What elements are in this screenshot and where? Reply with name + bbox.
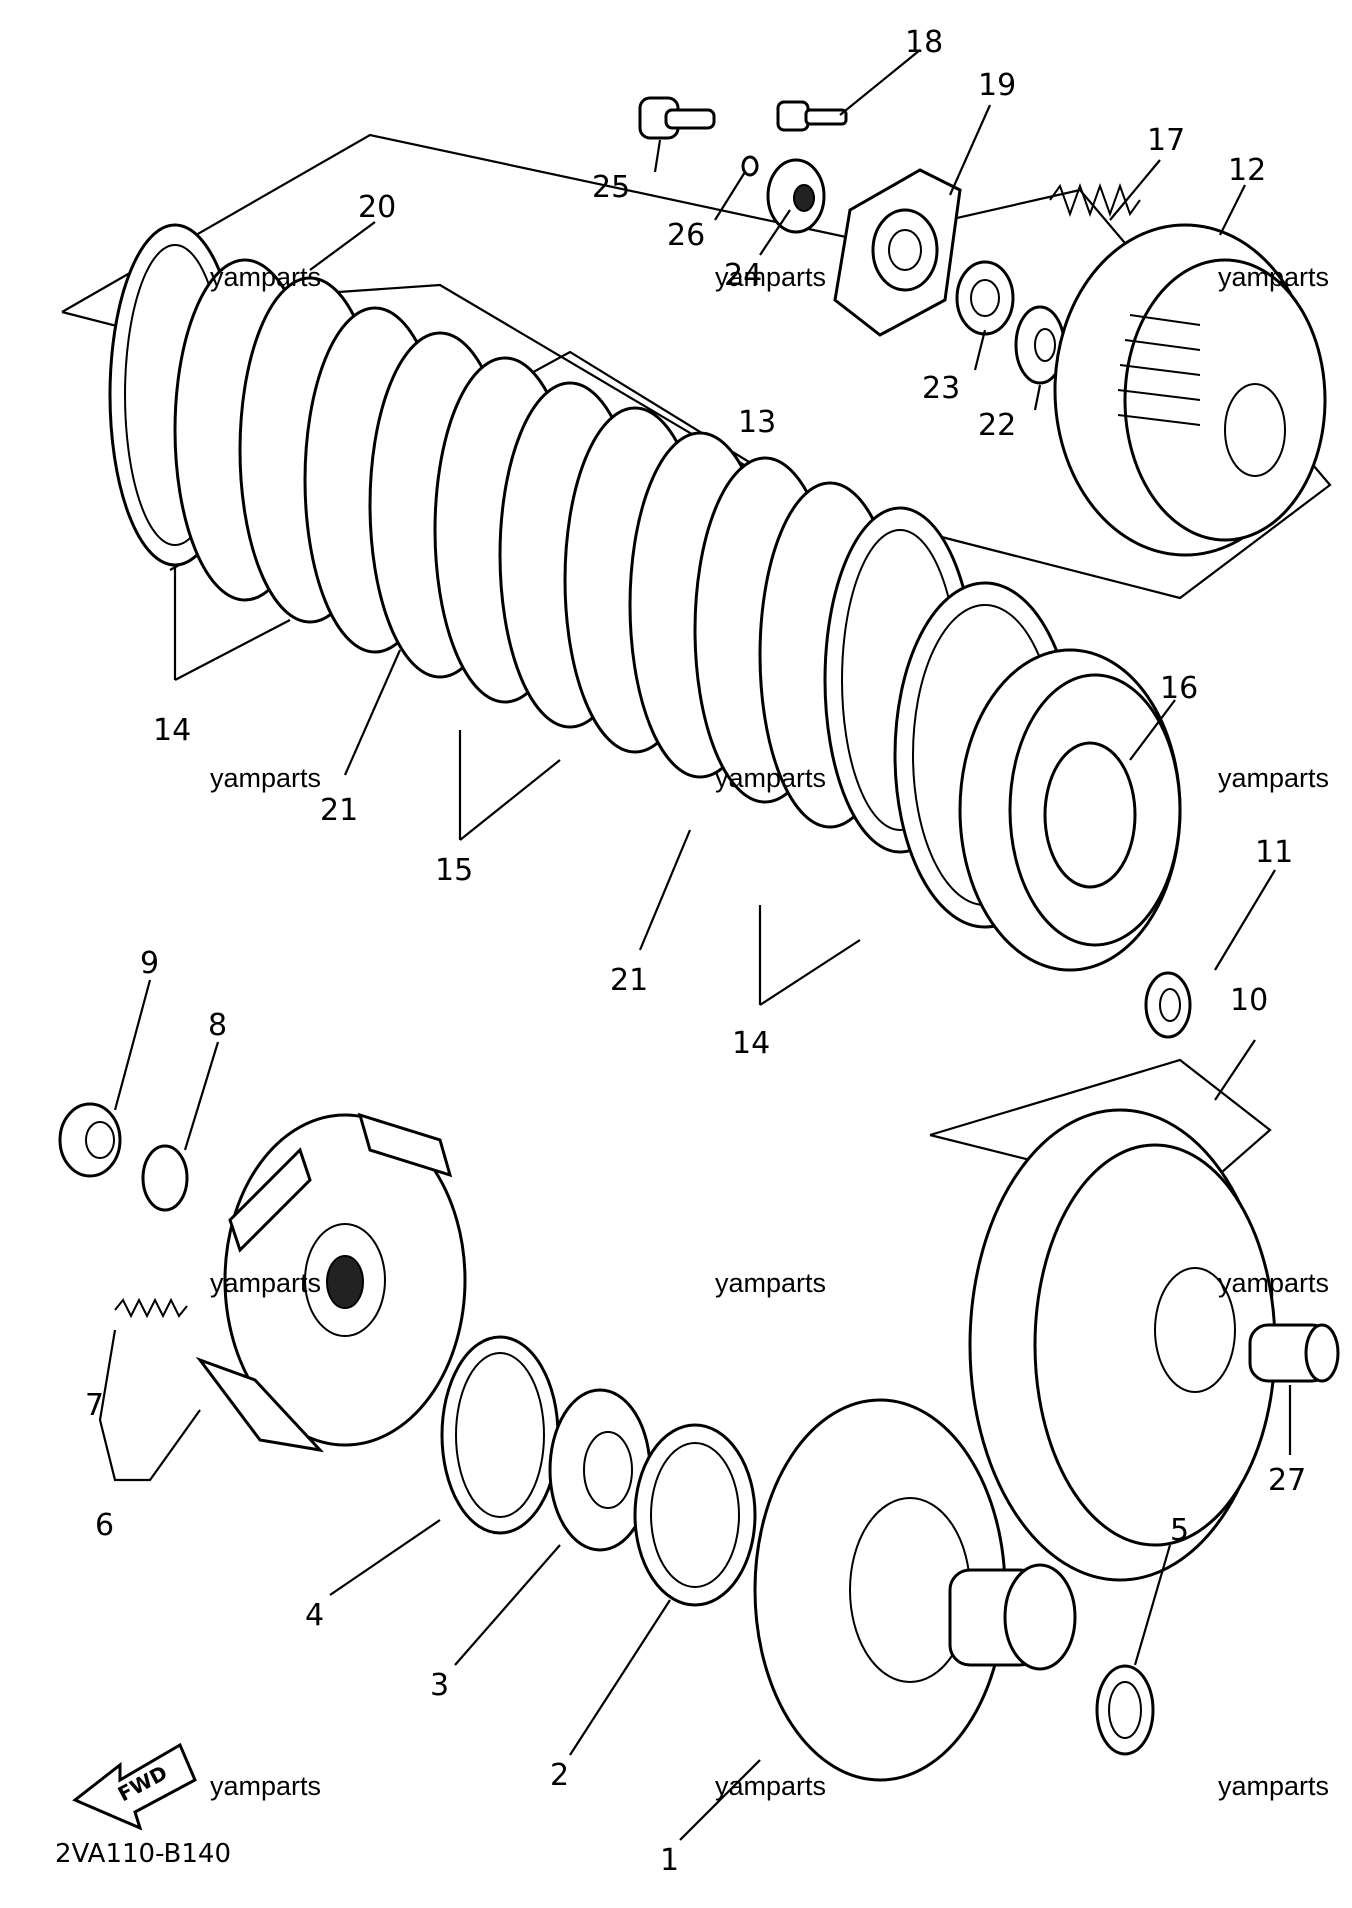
callout-10: 10 [1230,983,1268,1018]
callout-26: 26 [667,218,705,253]
lock-washer-8 [141,1144,189,1212]
watermark: yamparts [715,1268,826,1298]
one-way-clutch-2 [633,1423,757,1607]
callout-27: 27 [1268,1463,1306,1498]
callout-20: 20 [358,190,396,225]
pin-26 [741,155,759,177]
clutch-plate-stack [108,223,1077,929]
primary-drive-1 [753,1398,1077,1782]
callout-22: 22 [978,408,1016,443]
clutch-boss-12 [1053,223,1327,557]
callout-24: 24 [724,258,762,293]
bearing-23 [955,260,1015,336]
watermark: yamparts [210,763,321,793]
callout-14-lower: 14 [732,1026,770,1061]
watermark: yamparts [715,763,826,793]
callout-8: 8 [208,1008,227,1043]
washer-5 [1095,1664,1155,1756]
watermark: yamparts [1218,763,1329,793]
bearing-24 [766,158,826,234]
callout-9: 9 [140,946,159,981]
callout-21-upper: 21 [320,793,358,828]
callout-1: 1 [660,1843,679,1878]
callout-7: 7 [85,1388,104,1423]
callout-2: 2 [550,1758,569,1793]
watermark: yamparts [210,262,321,292]
watermark: yamparts [715,1771,826,1801]
spring-17 [1049,183,1141,217]
sleeve-27 [1248,1323,1340,1383]
callout-leaders [98,49,1292,1841]
watermark: yamparts [210,1268,321,1298]
callout-21-lower: 21 [610,963,648,998]
watermark: yamparts [1218,1771,1329,1801]
watermarks: yamparts yamparts yamparts yamparts yamp… [210,262,1329,1801]
callout-3: 3 [430,1668,449,1703]
callout-12: 12 [1228,153,1266,188]
callout-6: 6 [95,1508,114,1543]
watermark: yamparts [210,1771,321,1801]
spring-7 [114,1297,188,1319]
clutch-housing-10 [929,1058,1277,1582]
callout-23: 23 [922,371,960,406]
nut-9 [58,1102,122,1178]
watermark: yamparts [1218,1268,1329,1298]
bolt-25 [638,96,716,140]
fwd-arrow-icon: FWD [72,1742,197,1831]
callout-14-upper: 14 [153,713,191,748]
bolt-18 [776,100,848,132]
callout-17: 17 [1147,123,1185,158]
callout-25: 25 [592,170,630,205]
callout-labels: 18 19 25 26 24 17 12 20 23 22 13 14 21 1… [85,25,1306,1878]
circlip-11 [1144,971,1192,1039]
watermark: yamparts [1218,262,1329,292]
callout-16: 16 [1160,671,1198,706]
callout-15: 15 [435,853,473,888]
callout-11: 11 [1255,835,1293,870]
pressure-plate-16 [958,648,1182,972]
clutch-carrier-6 [195,1112,467,1453]
plate-19 [833,168,962,337]
callout-13: 13 [738,405,776,440]
washer-4 [440,1335,560,1535]
callout-19: 19 [978,68,1016,103]
watermark: yamparts [715,262,826,292]
diagram-part-code: 2VA110-B140 [55,1839,231,1869]
callout-18: 18 [905,25,943,60]
callout-5: 5 [1170,1513,1189,1548]
callout-4: 4 [305,1598,324,1633]
